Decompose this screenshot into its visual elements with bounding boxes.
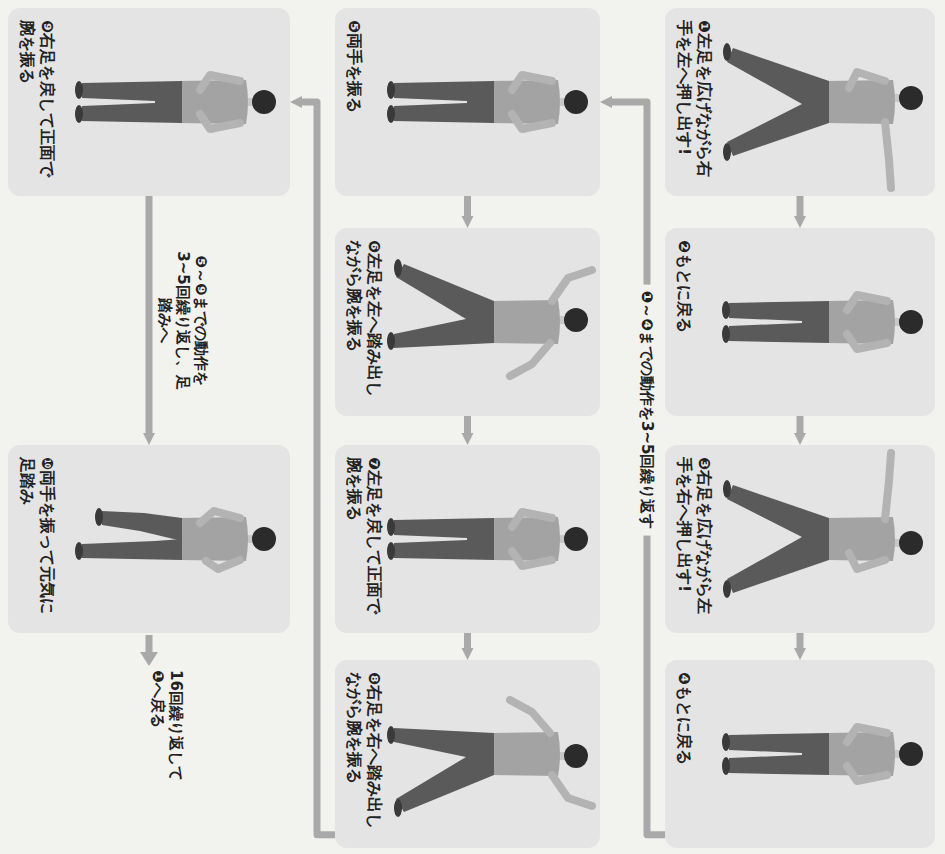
person-figure	[722, 295, 923, 349]
person-figure	[723, 453, 923, 598]
flow-arrow	[146, 635, 153, 654]
repeat-note: ❺～❾までの動作を3~5回繰り返し、足踏みへ	[156, 240, 210, 402]
flow-arrow	[797, 196, 804, 216]
person-figure	[387, 512, 588, 566]
person-figure	[723, 43, 923, 188]
step-caption: ❷もとに戻る	[665, 228, 694, 416]
step-box: ❷もとに戻る	[665, 228, 935, 416]
flow-arrow	[612, 102, 665, 835]
step-box: ❾右足を戻して正面で腕を振る	[8, 8, 290, 196]
step-caption: ❻左足を左へ踏み出しながら腕を振る	[335, 228, 384, 416]
step-caption: ❶左足を広げながら右手を左へ押し出す!	[665, 8, 714, 196]
step-caption: ❼左足を戻して正面で腕を振る	[335, 445, 384, 633]
flow-arrow	[797, 633, 804, 648]
person-figure	[387, 700, 592, 817]
step-box: ❹もとに戻る	[665, 660, 935, 848]
step-box: ❺両手を振る	[335, 8, 600, 196]
step-box: ❿両手を振って元気に足踏み	[8, 445, 290, 633]
person-figure	[75, 75, 276, 129]
step-box: ❼左足を戻して正面で腕を振る	[335, 445, 600, 633]
step-caption: ❺両手を振る	[335, 8, 364, 196]
person-figure	[387, 75, 588, 129]
flow-arrow	[146, 196, 153, 433]
step-caption: ❿両手を振って元気に足踏み	[8, 445, 57, 633]
flow-arrow	[464, 416, 471, 433]
flow-arrow	[302, 102, 335, 835]
step-caption: ❹もとに戻る	[665, 660, 694, 848]
flow-arrow	[464, 633, 471, 648]
person-figure	[722, 727, 923, 781]
repeat-note: ❶～❹までの動作を3~5回繰り返す	[638, 285, 656, 536]
step-caption: ❸右足を広げながら左手を右へ押し出す!	[665, 445, 714, 633]
step-box: ❽右足を右へ踏み出しながら腕を振る	[335, 660, 600, 848]
arrow-head	[140, 652, 158, 666]
step-caption: ❾右足を戻して正面で腕を振る	[8, 8, 57, 196]
step-box: ❸右足を広げながら左手を右へ押し出す!	[665, 445, 935, 633]
flow-arrow	[797, 416, 804, 433]
flow-arrow	[464, 196, 471, 216]
step-box: ❻左足を左へ踏み出しながら腕を振る	[335, 228, 600, 416]
person-figure	[75, 508, 276, 569]
step-caption: ❽右足を右へ踏み出しながら腕を振る	[335, 660, 384, 848]
step-box: ❶左足を広げながら右手を左へ押し出す!	[665, 8, 935, 196]
person-figure	[387, 259, 592, 376]
loop-note: 16回繰り返して❶へ戻る	[149, 670, 185, 790]
